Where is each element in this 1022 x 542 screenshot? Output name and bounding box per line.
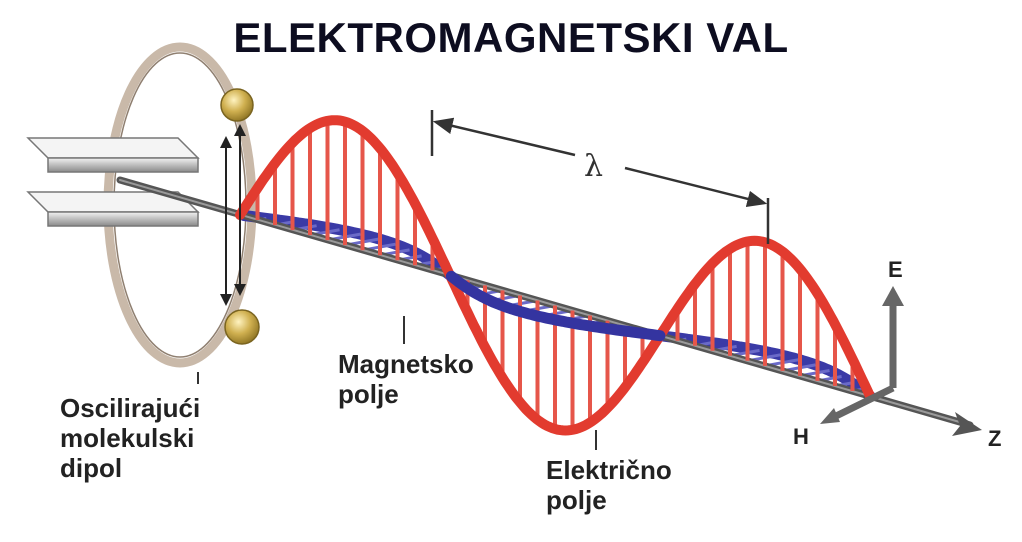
dipole-charge-top [220,88,254,122]
dipole-label-line1: Oscilirajući [60,393,201,423]
axis-z-label: Z [988,426,1002,451]
axis-e-label: E [888,257,903,282]
z-axis-arrowhead [952,412,982,436]
diagram-title: ELEKTROMAGNETSKI VAL [233,14,789,61]
capacitor-plates [26,137,200,227]
dipole-label: Oscilirajući molekulski dipol [60,393,201,484]
axis-h-label: H [793,424,809,449]
dipole-charge-bottom [224,309,260,345]
magnetic-label-line2: polje [338,378,399,409]
electric-field-label: Električno polje [546,455,672,516]
magnetic-field-label: Magnetsko polje [338,349,474,410]
coordinate-axes [820,286,904,424]
magnetic-field-wave-front [445,270,666,342]
dipole-label-line3: dipol [60,452,123,483]
magnetic-label-line1: Magnetsko [338,349,474,379]
wavelength-marker [430,110,770,244]
electric-label-line1: Električno [546,455,672,485]
dipole-label-line2: molekulski [60,422,195,453]
wavelength-symbol: λ [584,149,604,184]
electric-field-wave [235,115,875,436]
electric-label-line2: polje [546,484,607,515]
